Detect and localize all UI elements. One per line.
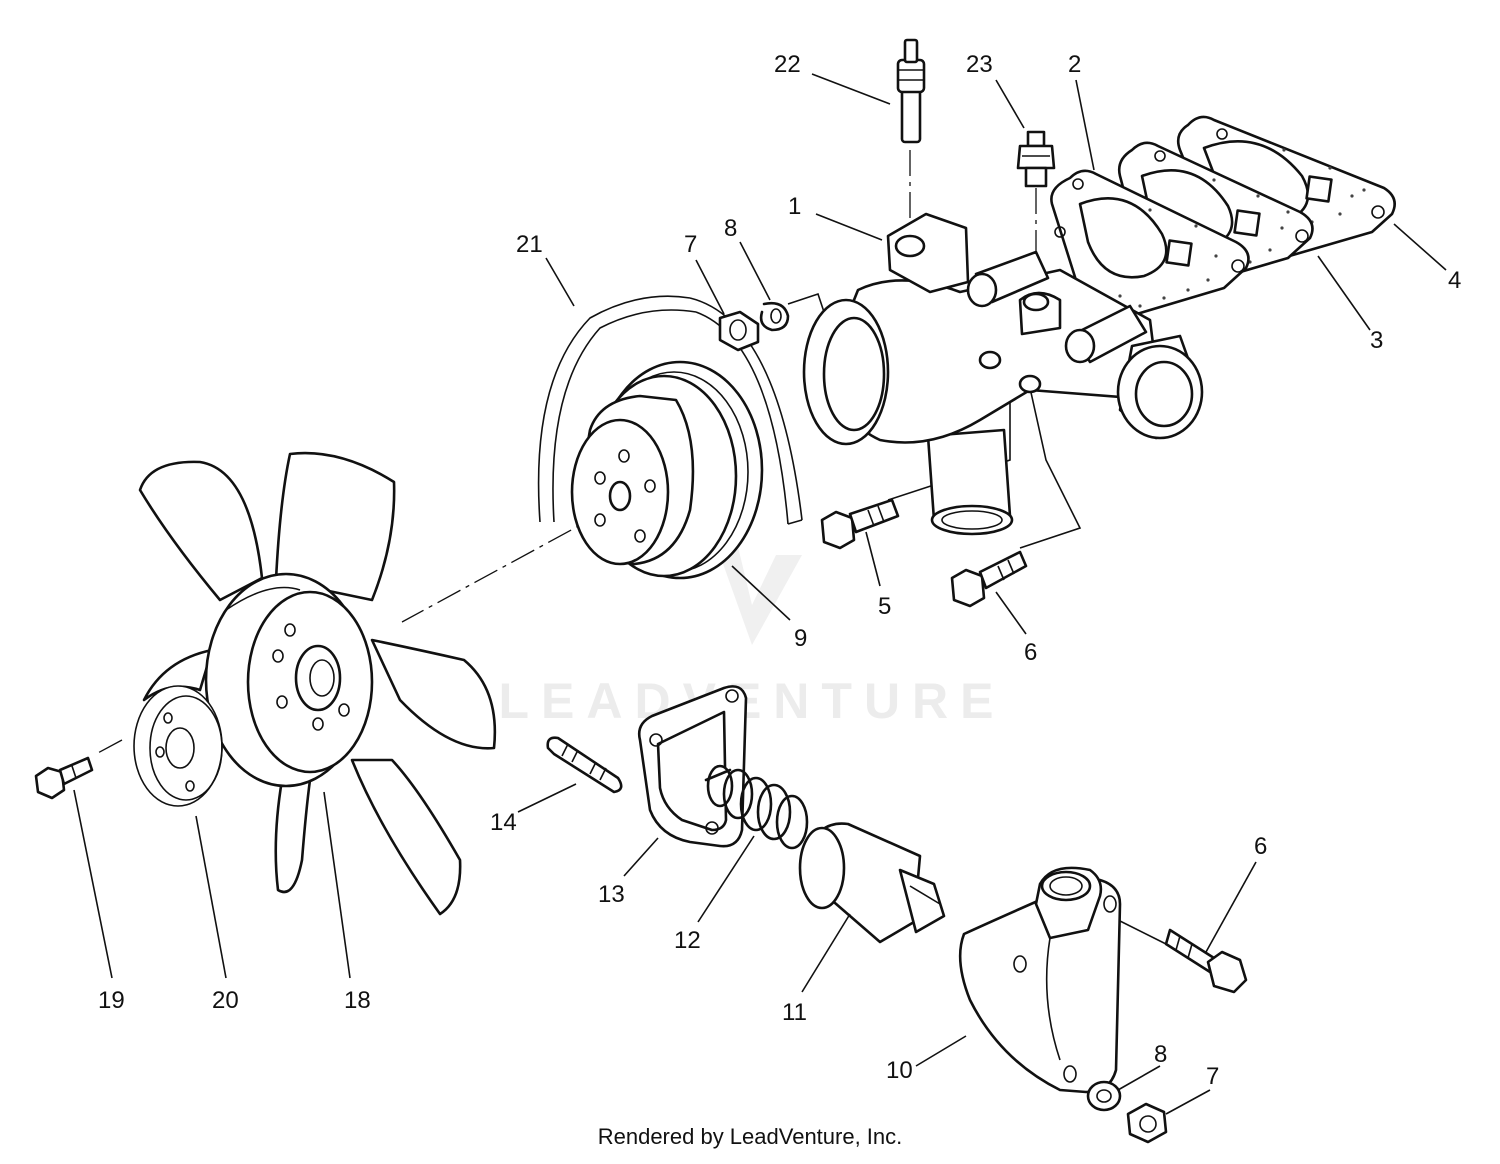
part-8-washer-upper [759, 301, 790, 332]
callout-8-lower: 8 [1154, 1041, 1167, 1068]
part-2-gasket [1050, 169, 1250, 325]
part-21-v-belt [537, 295, 803, 525]
part-10-thermostat-housing [958, 866, 1122, 1094]
callout-12: 12 [674, 927, 701, 954]
callout-7-upper: 7 [684, 231, 697, 258]
part-9-pulley [570, 360, 764, 580]
callout-20: 20 [212, 987, 239, 1014]
part-8-washer-lower [1086, 1080, 1122, 1112]
part-12-spring [704, 764, 809, 850]
part-7-nut-upper [718, 310, 760, 352]
callout-19: 19 [98, 987, 125, 1014]
callout-1: 1 [788, 193, 801, 220]
callout-18: 18 [344, 987, 371, 1014]
callout-labels: 22 23 2 1 21 7 8 4 3 9 5 6 6 14 13 12 11… [98, 51, 1461, 1090]
callout-14: 14 [490, 809, 517, 836]
callout-13: 13 [598, 881, 625, 908]
gasket-2-texture [1118, 208, 1218, 308]
callout-4: 4 [1448, 267, 1461, 294]
part-6-bolt-upper [950, 550, 1028, 608]
callout-6-upper: 6 [1024, 639, 1037, 666]
callout-21: 21 [516, 231, 543, 258]
footer-credit: Rendered by LeadVenture, Inc. [597, 1124, 903, 1149]
callout-6-lower: 6 [1254, 833, 1267, 860]
part-5-bolt [820, 498, 900, 550]
part-19-bolt [34, 756, 94, 800]
part-7-nut-lower [1126, 1102, 1168, 1144]
part-14-stud [546, 736, 623, 794]
callout-8-upper: 8 [724, 215, 737, 242]
part-18-fan [138, 451, 497, 916]
callout-5: 5 [878, 593, 891, 620]
callout-2: 2 [1068, 51, 1081, 78]
part-20-spacer [133, 685, 223, 807]
part-22-stud [896, 38, 926, 144]
callout-22: 22 [774, 51, 801, 78]
part-1-pump-housing [802, 212, 1204, 536]
callout-7-lower: 7 [1206, 1063, 1219, 1090]
callout-3: 3 [1370, 327, 1383, 354]
watermark-text: LEADVENTURE [498, 673, 1005, 729]
callout-11: 11 [782, 999, 807, 1026]
callout-23: 23 [966, 51, 993, 78]
callout-9: 9 [794, 625, 807, 652]
leadventure-watermark: LEADVENTURE [498, 505, 1005, 729]
leader-lines [73, 73, 1447, 1115]
part-6-bolt-lower [1164, 928, 1248, 994]
part-11-thermostat [798, 822, 946, 944]
callout-10: 10 [886, 1057, 913, 1084]
part-23-temperature-sender [1016, 130, 1056, 188]
